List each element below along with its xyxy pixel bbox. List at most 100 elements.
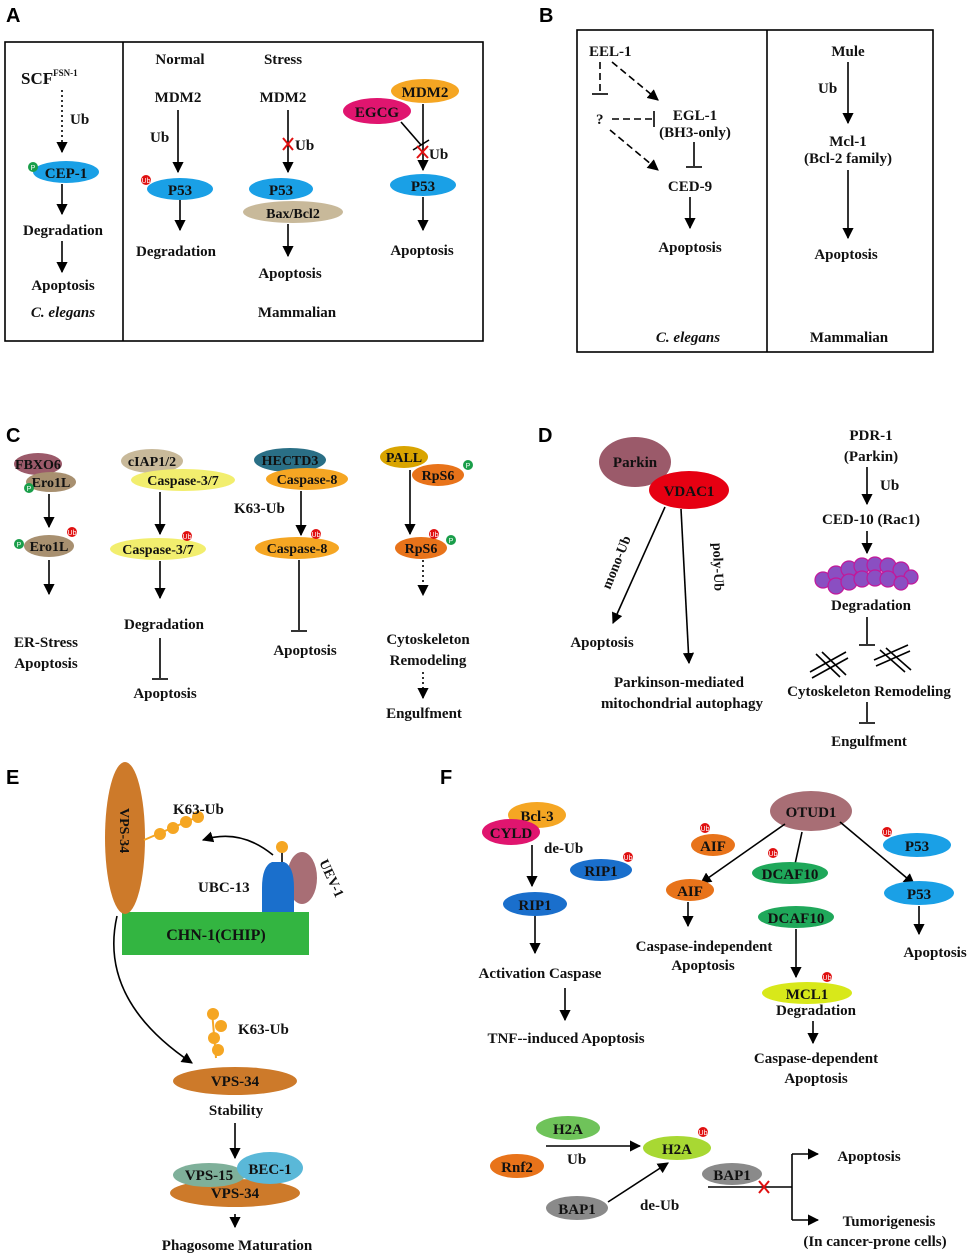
arrow-q-ced9 xyxy=(609,129,659,171)
hectd3-node xyxy=(254,448,326,472)
ub-label-a2: Ub xyxy=(150,130,169,146)
arrow-vdac1-apoptosis xyxy=(612,506,666,625)
panel-label-e: E xyxy=(6,767,19,789)
cep1-node xyxy=(33,161,99,183)
panel-label-c: C xyxy=(6,425,20,447)
h2a-ub-label: H2A xyxy=(662,1142,692,1158)
casp37-bottom-label: Caspase-3/7 xyxy=(122,543,194,558)
dcaf10-label: DCAF10 xyxy=(768,911,825,927)
ero1l-bottom-label: Ero1L xyxy=(30,540,69,555)
apoptosis-a1: Apoptosis xyxy=(31,278,95,294)
baxbcl2-label: Bax/Bcl2 xyxy=(266,207,320,222)
panel-label-a: A xyxy=(6,5,20,27)
apoptosis-b2: Apoptosis xyxy=(814,247,878,263)
mcl1-label: Mcl-1 xyxy=(829,134,866,150)
p53-stress-label: P53 xyxy=(269,183,293,199)
bec1-node xyxy=(237,1152,303,1184)
ub-label-d: Ub xyxy=(880,478,899,494)
degradation-a2: Degradation xyxy=(136,244,217,260)
er-stress-label: ER-Stress xyxy=(14,635,78,651)
broken-filaments-left xyxy=(809,651,849,679)
vps34-vertical-node xyxy=(105,762,145,914)
ero1l-bottom-node xyxy=(24,535,74,557)
otud1-node xyxy=(770,791,852,831)
casp37-top-label: Caspase-3/7 xyxy=(147,474,219,489)
arrow-vps34-ubiquitinated xyxy=(113,915,193,1064)
panel-label-b: B xyxy=(539,5,553,27)
arrow-bap1-h2a xyxy=(607,1162,669,1203)
cyld-node xyxy=(482,819,540,845)
egl1-label: EGL-1 xyxy=(673,108,717,124)
apoptosis-a2: Apoptosis xyxy=(258,266,322,282)
panel-d: D Parkin VDAC1 mono-Ub poly-Ub Apoptosis… xyxy=(538,425,951,750)
ub-text-casp8: Ub xyxy=(312,532,321,539)
degradation-d: Degradation xyxy=(831,598,912,614)
vps34-stability-label: VPS-34 xyxy=(211,1074,260,1090)
k63ub-label-c: K63-Ub xyxy=(234,501,285,517)
apoptosis-c3: Apoptosis xyxy=(273,643,337,659)
panel-label-d: D xyxy=(538,425,552,447)
k63-ub-chain-top xyxy=(143,811,204,841)
uev1-label: UEV-1 xyxy=(315,857,346,900)
casp-dep-line2: Apoptosis xyxy=(784,1071,848,1087)
deub-label-bottom: de-Ub xyxy=(640,1198,679,1214)
bap1-top-node xyxy=(702,1163,762,1185)
species-mammalian-b: Mammalian xyxy=(810,330,889,346)
rnf2-node xyxy=(490,1154,544,1178)
tnf-label: TNF--induced Apoptosis xyxy=(487,1031,644,1047)
ced10-label: CED-10 (Rac1) xyxy=(822,512,920,528)
dcaf10-ub-node xyxy=(752,862,828,884)
ub-text-aif: Ub xyxy=(701,826,710,833)
h2a-node xyxy=(536,1116,600,1140)
bh3-label: (BH3-only) xyxy=(659,125,731,141)
blocked-cross-egcg xyxy=(416,145,429,159)
chn1-label: CHN-1(CHIP) xyxy=(166,927,266,944)
pmma-line1: Parkinson-mediated xyxy=(614,675,745,691)
bap1-label: BAP1 xyxy=(558,1202,596,1218)
arrow-vdac1-autophagy xyxy=(680,508,695,665)
p53-egcg-label: P53 xyxy=(411,179,435,195)
k63-ub-chain-bottom xyxy=(207,1008,227,1059)
phospho-mark-cep1 xyxy=(28,162,38,172)
apoptosis-f1: Apoptosis xyxy=(903,945,967,961)
vps34-stability-node xyxy=(173,1067,297,1095)
apoptosis-a3: Apoptosis xyxy=(390,243,454,259)
ciap-node xyxy=(121,449,183,473)
h2a-ub-node xyxy=(643,1136,711,1160)
phospho-text-rps6-top: P xyxy=(466,463,471,470)
phospho-mark-ero1l-top xyxy=(24,483,34,493)
p53-egcg-node xyxy=(390,174,456,196)
ub-mark-aif xyxy=(700,823,710,833)
pmma-line2: mitochondrial autophagy xyxy=(601,696,764,712)
ub-text-rip1: Ub xyxy=(624,855,633,862)
casp8-top-label: Caspase-8 xyxy=(277,473,338,488)
ero1l-top-label: Ero1L xyxy=(32,476,71,491)
chn1-bar xyxy=(122,912,309,955)
arrow-eel1-egl1 xyxy=(611,61,659,101)
apoptosis-d: Apoptosis xyxy=(570,635,634,651)
ub-text-p53-f: Ub xyxy=(883,830,892,837)
ub-mark-rip1 xyxy=(623,852,633,862)
degraded-protein-icon xyxy=(814,556,919,595)
mule-label: Mule xyxy=(831,44,865,60)
act-casp-label: Activation Caspase xyxy=(479,966,602,982)
egcg-label: EGCG xyxy=(355,105,400,121)
phospho-mark-rps6-top xyxy=(463,460,473,470)
apoptosis-b1: Apoptosis xyxy=(658,240,722,256)
engulfment-d: Engulfment xyxy=(831,734,907,750)
ub-text-casp37: Ub xyxy=(183,534,192,541)
fbxo6-label: FBXO6 xyxy=(15,458,61,473)
species-celegans-b: C. elegans xyxy=(656,330,720,346)
scf-label: SCFFSN-1 xyxy=(21,68,78,88)
cep1-label: CEP-1 xyxy=(45,166,88,182)
aif-ub-label: AIF xyxy=(700,839,726,855)
rps6-top-node xyxy=(412,464,464,486)
ero1l-top-node xyxy=(26,472,76,492)
arrow-otud1-aif xyxy=(700,823,786,884)
vdac1-label: VDAC1 xyxy=(664,484,715,500)
polyub-label: poly-Ub xyxy=(709,543,726,592)
vps34-vertical-label: VPS-34 xyxy=(116,808,131,853)
cancer-label: (In cancer-prone cells) xyxy=(803,1234,946,1250)
baxbcl2-node xyxy=(243,201,343,223)
ub-text-rps6: Ub xyxy=(430,532,439,539)
